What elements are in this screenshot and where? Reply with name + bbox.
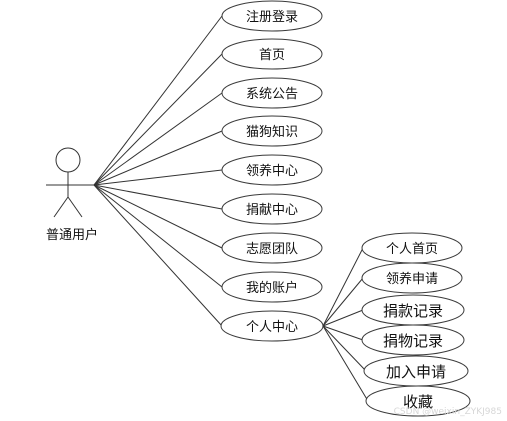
- connector-favorites: [322, 325, 369, 402]
- connector-personal-center: [93, 184, 223, 327]
- connector-system-notice: [93, 92, 223, 186]
- watermark: CSDN @weixin_ZYKJ985: [394, 407, 502, 417]
- use-case-personal-center[interactable]: 个人中心: [220, 310, 324, 342]
- actor-label: 普通用户: [46, 227, 98, 243]
- connector-personal-home: [322, 247, 364, 327]
- use-case-adoption-center[interactable]: 领养中心: [221, 154, 323, 186]
- connector-donation-center: [93, 184, 223, 210]
- use-case-label: 个人首页: [386, 242, 438, 257]
- use-case-label: 系统公告: [246, 87, 298, 102]
- use-case-label: 首页: [259, 48, 285, 63]
- use-case-donation-record[interactable]: 捐款记录: [361, 294, 465, 326]
- use-case-label: 领养申请: [386, 271, 438, 287]
- connector-pet-knowledge: [93, 130, 223, 186]
- use-case-register-login[interactable]: 注册登录: [221, 0, 323, 32]
- use-case-label: 捐献中心: [246, 203, 298, 218]
- use-case-donation-center[interactable]: 捐献中心: [221, 193, 323, 225]
- use-case-label: 捐物记录: [383, 332, 443, 350]
- connector-adoption-application: [322, 277, 364, 327]
- connector-adoption-center: [93, 169, 223, 186]
- connector-donation-record: [322, 309, 364, 327]
- connector-home: [93, 53, 223, 186]
- connector-register-login: [93, 15, 223, 186]
- use-case-pet-knowledge[interactable]: 猫狗知识: [221, 115, 323, 147]
- use-case-label: 领养中心: [246, 163, 298, 179]
- actor-left-leg: [53, 196, 69, 218]
- use-case-system-notice[interactable]: 系统公告: [221, 77, 323, 109]
- use-case-label: 志愿团队: [246, 242, 298, 257]
- use-case-label: 猫狗知识: [246, 124, 298, 140]
- use-case-join-application[interactable]: 加入申请: [363, 355, 469, 387]
- use-case-my-account[interactable]: 我的账户: [221, 271, 323, 303]
- use-case-label: 个人中心: [246, 320, 298, 335]
- use-case-adoption-application[interactable]: 领养申请: [361, 262, 463, 294]
- connector-join-application: [322, 325, 367, 372]
- personal-center-connections: [322, 247, 369, 402]
- use-case-label: 我的账户: [246, 280, 298, 296]
- use-case-favorites[interactable]: 收藏: [365, 385, 471, 417]
- actor-right-leg: [67, 196, 83, 218]
- use-case-label: 注册登录: [246, 10, 298, 25]
- actor-connections: [93, 15, 223, 327]
- connector-volunteer-team: [93, 184, 223, 249]
- actor-head: [55, 147, 81, 173]
- connector-item-donation-record: [322, 325, 364, 341]
- actor: 普通用户: [46, 147, 98, 243]
- use-case-personal-home[interactable]: 个人首页: [361, 232, 463, 264]
- use-case-item-donation-record[interactable]: 捐物记录: [361, 324, 465, 356]
- connector-my-account: [93, 184, 223, 288]
- use-case-volunteer-team[interactable]: 志愿团队: [221, 232, 323, 264]
- use-case-label: 收藏: [403, 393, 433, 411]
- use-case-label: 捐款记录: [383, 302, 443, 320]
- use-case-label: 加入申请: [386, 363, 446, 381]
- use-case-home[interactable]: 首页: [221, 38, 323, 70]
